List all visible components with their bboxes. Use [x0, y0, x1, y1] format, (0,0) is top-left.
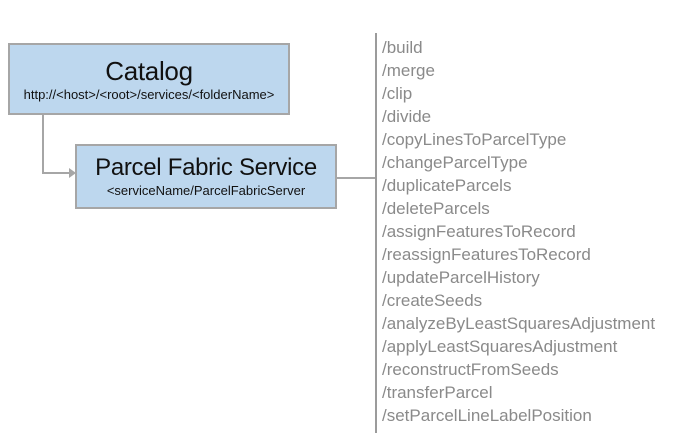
endpoint-item: /assignFeaturesToRecord [382, 222, 576, 241]
endpoint-item: /updateParcelHistory [382, 268, 540, 287]
endpoint-item: /deleteParcels [382, 199, 490, 218]
catalog-node-url: http://<host>/<root>/services/<folderNam… [23, 86, 275, 102]
catalog-to-service-connector-horizontal [42, 172, 70, 174]
endpoint-item: /build [382, 38, 423, 57]
arrow-head-icon [69, 168, 76, 178]
endpoint-list-separator-line [375, 33, 377, 433]
endpoint-item: /duplicateParcels [382, 176, 512, 195]
parcel-fabric-service-node: Parcel Fabric Service <serviceName/Parce… [75, 144, 337, 209]
endpoint-item: /transferParcel [382, 383, 493, 402]
endpoint-item: /changeParcelType [382, 153, 528, 172]
endpoint-item: /copyLinesToParcelType [382, 130, 567, 149]
catalog-node: Catalog http://<host>/<root>/services/<f… [8, 43, 290, 115]
endpoint-item: /applyLeastSquaresAdjustment [382, 337, 618, 356]
catalog-to-service-connector-vertical [42, 115, 44, 173]
endpoint-item: /analyzeByLeastSquaresAdjustment [382, 314, 656, 333]
parcel-fabric-service-title: Parcel Fabric Service [95, 154, 317, 181]
catalog-node-title: Catalog [105, 55, 193, 86]
endpoint-item: /clip [382, 84, 413, 103]
endpoint-item: /createSeeds [382, 291, 483, 310]
endpoint-item: /setParcelLineLabelPosition [382, 406, 592, 425]
parcel-fabric-service-url: <serviceName/ParcelFabricServer [106, 183, 306, 198]
endpoint-item: /reassignFeaturesToRecord [382, 245, 591, 264]
endpoint-item: /reconstructFromSeeds [382, 360, 559, 379]
endpoint-item: /merge [382, 61, 435, 80]
service-to-list-connector [337, 177, 376, 179]
endpoint-item: /divide [382, 107, 432, 126]
endpoint-list: /build/merge/clip/divide/copyLinesToParc… [382, 36, 655, 427]
